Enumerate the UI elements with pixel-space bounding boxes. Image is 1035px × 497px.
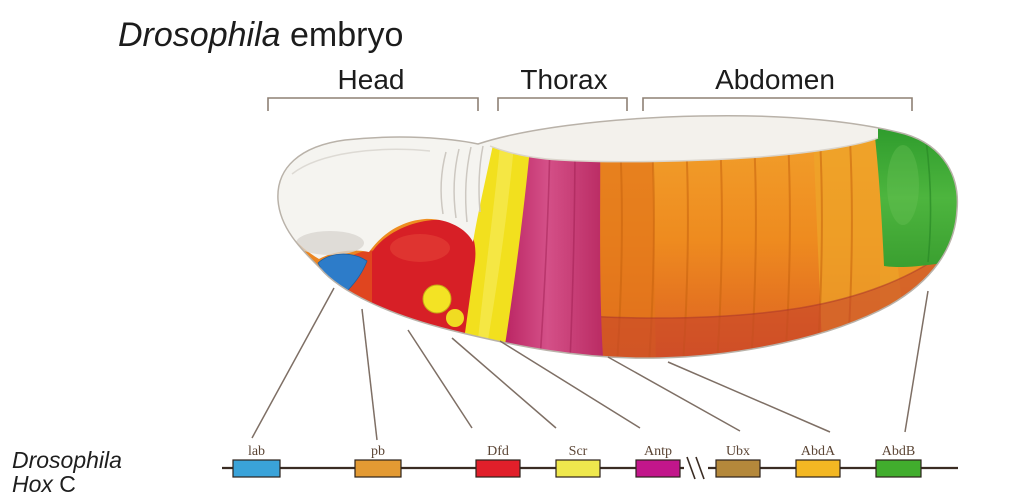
- embryo: [260, 100, 980, 392]
- gene-label-abda: AbdA: [801, 444, 836, 459]
- embryo-scr-lobe-small: [446, 309, 464, 327]
- gene-box-antp: [636, 460, 680, 477]
- connector-dfd: [408, 330, 472, 428]
- gene-abda: AbdA: [796, 444, 840, 477]
- gene-box-lab: [233, 460, 280, 477]
- cluster-label: Drosophila Hox C: [12, 447, 122, 497]
- region-label-abdomen: Abdomen: [715, 64, 835, 95]
- connector-scr: [452, 338, 556, 428]
- gene-box-dfd: [476, 460, 520, 477]
- head-ventral-shading: [296, 231, 364, 255]
- bracket-abdomen: [643, 98, 912, 111]
- gene-lab: lab: [233, 444, 280, 477]
- cluster-label-species: Drosophila: [12, 447, 122, 473]
- cluster-label-hox: Hox: [12, 471, 54, 497]
- gene-dfd: Dfd: [476, 444, 520, 477]
- region-label-head: Head: [338, 64, 405, 95]
- gene-pb: pb: [355, 444, 401, 477]
- connector-pb: [362, 309, 377, 440]
- gene-box-pb: [355, 460, 401, 477]
- title-stage: embryo: [290, 16, 403, 54]
- region-label-thorax: Thorax: [520, 64, 607, 95]
- cluster-label-name: Hox C: [12, 471, 76, 497]
- gene-antp: Antp: [636, 444, 680, 477]
- gene-box-abda: [796, 460, 840, 477]
- bracket-head: [268, 98, 478, 111]
- gene-break-mark: [687, 457, 704, 479]
- gene-scr: Scr: [556, 444, 600, 477]
- diagram-title: Drosophila embryo: [118, 16, 403, 54]
- embryo-scr-lobe: [423, 285, 451, 313]
- gene-box-ubx: [716, 460, 760, 477]
- bracket-thorax: [498, 98, 627, 111]
- gene-label-dfd: Dfd: [487, 444, 509, 459]
- gene-label-lab: lab: [248, 444, 265, 459]
- gene-box-abdb: [876, 460, 921, 477]
- gene-ubx: Ubx: [716, 444, 760, 477]
- dfd-highlight: [390, 234, 450, 262]
- embryo-body: [260, 100, 980, 392]
- gene-box-scr: [556, 460, 600, 477]
- title-species: Drosophila: [118, 16, 281, 54]
- cluster-label-suffix: C: [59, 471, 76, 497]
- gene-abdb: AbdB: [876, 444, 921, 477]
- abdb-highlight: [887, 145, 919, 225]
- connector-abdb: [905, 291, 928, 432]
- gene-cluster: lab pb Dfd Scr Antp Ubx AbdA AbdB: [222, 444, 958, 479]
- connector-abda: [668, 362, 830, 432]
- gene-label-scr: Scr: [569, 444, 588, 459]
- gene-label-abdb: AbdB: [882, 444, 915, 459]
- connector-lab: [252, 288, 334, 438]
- gene-label-antp: Antp: [644, 444, 672, 459]
- gene-label-pb: pb: [371, 444, 385, 459]
- gene-label-ubx: Ubx: [726, 444, 750, 459]
